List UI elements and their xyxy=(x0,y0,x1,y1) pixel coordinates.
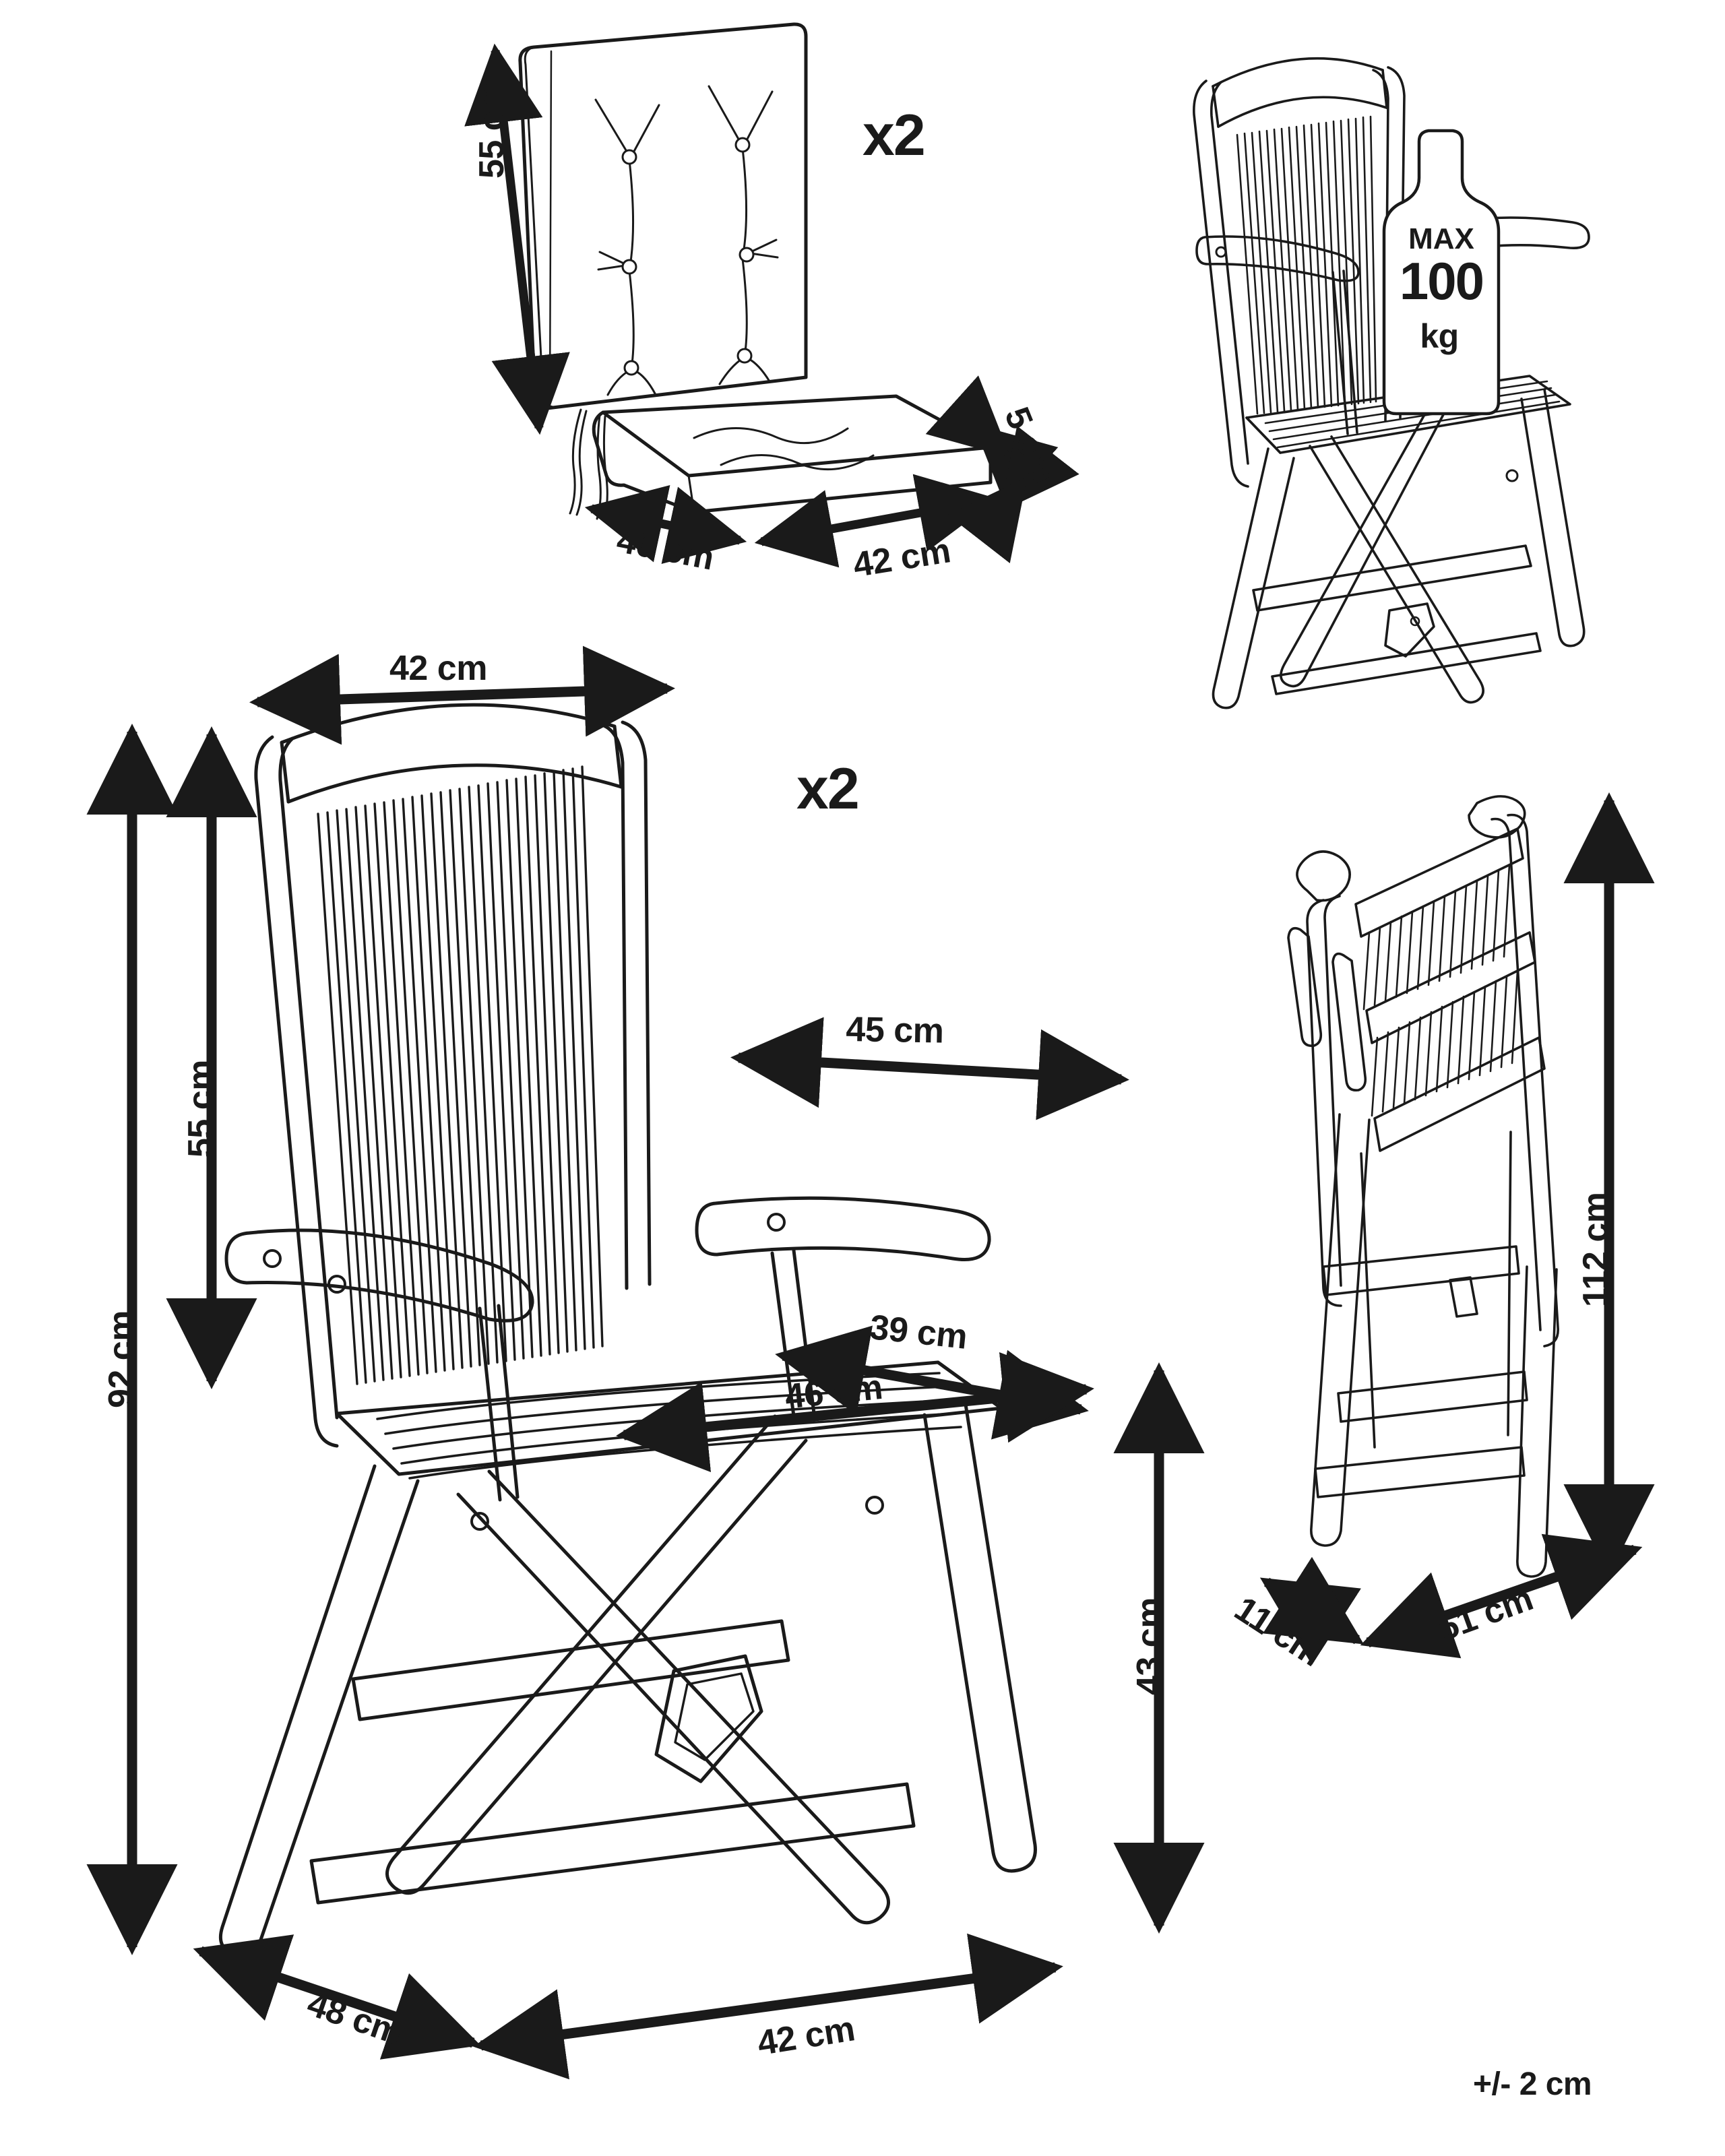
cushion-quantity-label: x2 xyxy=(862,103,926,168)
max-load-word: MAX xyxy=(1408,222,1474,255)
folded-chair-dimension-lines xyxy=(1259,792,1655,1666)
max-load-value: 100 xyxy=(1399,251,1484,311)
cushion-back-height-label: 55 cm xyxy=(472,81,511,179)
weight-bottle-icon xyxy=(1382,129,1501,416)
folded-height-label: 112 cm xyxy=(1576,1192,1615,1308)
main-total-height-label: 92 cm xyxy=(102,1310,141,1408)
cushion-dimension-lines xyxy=(464,43,1079,568)
main-armrest-depth-label: 45 cm xyxy=(845,1009,944,1051)
main-back-width-label: 42 cm xyxy=(389,649,487,688)
max-load-unit: kg xyxy=(1420,317,1459,355)
main-chair-quantity-label: x2 xyxy=(796,757,860,821)
tolerance-note: +/- 2 cm xyxy=(1473,2066,1592,2102)
folded-chair-illustration xyxy=(1287,795,1559,1578)
main-chair-dimension-lines xyxy=(86,645,1205,2080)
main-seat-height-label: 43 cm xyxy=(1130,1597,1169,1695)
main-back-height-label: 55 cm xyxy=(181,1060,220,1158)
max-load-chair-illustration xyxy=(1193,57,1590,709)
